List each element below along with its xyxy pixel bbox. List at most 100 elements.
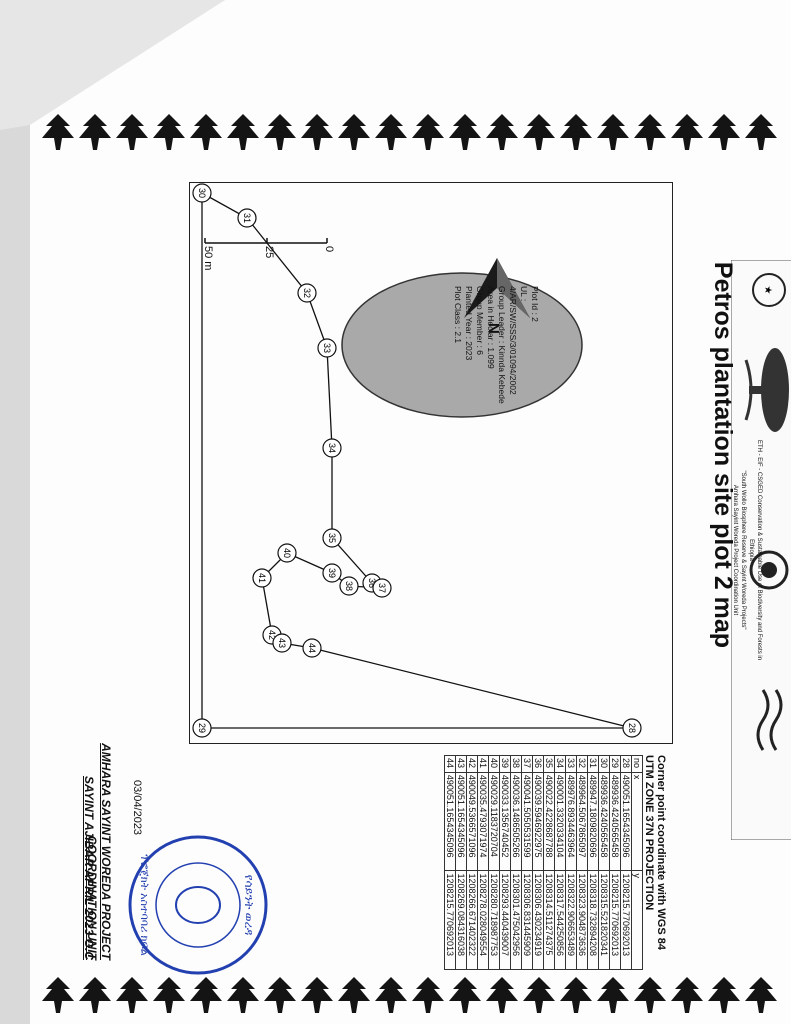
table-cell-y: 1208215.770692013 xyxy=(620,870,632,970)
north-label: N xyxy=(485,323,502,334)
table-cell-x: 489936.4240565458 xyxy=(609,772,621,871)
logo-caption-line-1: ETH - EIF - CSGED Conservation & Sustain… xyxy=(748,439,762,661)
corner-point-label: 33 xyxy=(322,343,332,353)
corner-point-label: 42 xyxy=(267,630,277,640)
table-cell-x: 490035.4793071974 xyxy=(477,772,489,871)
tree-ornament-icon xyxy=(671,114,703,150)
stamp-text-top: የሳይንት ወረዳ xyxy=(242,875,256,936)
stamp-emblem-icon xyxy=(175,886,221,924)
tree-ornament-icon xyxy=(671,977,703,1013)
table-cell-y: 1208215.770692013 xyxy=(444,870,456,970)
table-cell-no: 36 xyxy=(532,755,544,773)
tree-ornament-icon xyxy=(79,114,111,150)
top-tree-border xyxy=(38,112,778,152)
tree-ornament-icon xyxy=(745,114,777,150)
table-cell-no: 43 xyxy=(455,755,467,773)
table-cell-no: 30 xyxy=(598,755,610,773)
table-cell-no: 38 xyxy=(510,755,522,773)
table-cell-no: 34 xyxy=(554,755,566,773)
footer-line-2: SAYINT AJIBAR APRIL 2023 G.C xyxy=(82,775,96,960)
tree-ornament-icon xyxy=(412,114,444,150)
table-cell-x: 490039.5946922975 xyxy=(532,772,544,871)
table-cell-x: 490022.4228687788 xyxy=(543,772,555,871)
rotated-map-page: ★ ETH - EIF - CSGED Conservation & Susta… xyxy=(78,130,791,990)
table-cell-y: 1208215.770692013 xyxy=(609,870,621,970)
tree-ornament-icon xyxy=(560,977,592,1013)
tree-ornament-icon xyxy=(190,114,222,150)
table-cell-x: 490051.1654345096 xyxy=(455,772,467,871)
map-date: 03/04/2023 xyxy=(131,780,143,836)
logo-strip: ★ ETH - EIF - CSGED Conservation & Susta… xyxy=(706,259,791,841)
table-cell-x: 489976.8934463964 xyxy=(565,772,577,871)
corner-point-marker xyxy=(622,718,642,738)
table-cell-x: 489964.5067865097 xyxy=(576,772,588,871)
tree-ornament-icon xyxy=(486,977,518,1013)
tree-ornament-icon xyxy=(486,114,518,150)
table-cell-y: 1208293.440439007 xyxy=(499,870,511,970)
table-cell-y: 1208318.732894208 xyxy=(587,870,599,970)
table-cell-no: 39 xyxy=(499,755,511,773)
wave-logo-icon xyxy=(756,689,783,751)
corner-point-marker xyxy=(302,638,322,658)
table-cell-no: 33 xyxy=(565,755,577,773)
tree-ornament-icon xyxy=(412,977,444,1013)
scale-bar xyxy=(204,238,328,244)
table-cell-y: 1208280.718987753 xyxy=(488,870,500,970)
col-header-x: x xyxy=(631,772,643,871)
table-cell-y: 1208323.904873636 xyxy=(576,870,588,970)
corner-point-label: 39 xyxy=(327,568,337,578)
tree-border-top xyxy=(42,114,777,150)
tree-ornament-icon xyxy=(153,114,185,150)
tree-ornament-icon xyxy=(227,114,259,150)
tree-ornament-icon xyxy=(375,977,407,1013)
plot-class: Plot Class : 2.1 xyxy=(453,286,463,344)
office-stamp: የሳይንት ወረዳ ፕሮጀክት አስተባባሪ ክፍል xyxy=(128,835,268,975)
table-cell-y: 1208314.511274375 xyxy=(543,870,555,970)
tree-ornament-icon xyxy=(634,977,666,1013)
corner-point-marker xyxy=(192,718,212,738)
corner-point-marker xyxy=(297,283,317,303)
table-cell-no: 31 xyxy=(587,755,599,773)
svg-text:★: ★ xyxy=(762,286,773,295)
table-cell-y: 1208306.430234919 xyxy=(532,870,544,970)
corner-point-marker xyxy=(339,576,359,596)
scale-label-mid: 25 xyxy=(263,246,275,259)
corner-point-marker xyxy=(317,338,337,358)
table-cell-x: 490036.1486505266 xyxy=(510,772,522,871)
table-cell-y: 1208322.906653489 xyxy=(565,870,577,970)
table-cell-y: 1208301.475042956 xyxy=(510,870,522,970)
table-cell-y: 1208315.521820341 xyxy=(598,870,610,970)
plot-boundary-line xyxy=(201,191,633,729)
tree-ornament-icon xyxy=(79,977,111,1013)
table-cell-no: 28 xyxy=(620,755,632,773)
tree-ornament-icon xyxy=(301,977,333,1013)
tree-logo-icon xyxy=(744,348,789,432)
corner-point-marker xyxy=(322,563,342,583)
corner-point-marker xyxy=(372,578,392,598)
col-header-no: no xyxy=(631,755,643,773)
corner-point-label: 28 xyxy=(627,723,637,733)
table-cell-x: 490051.1654345096 xyxy=(444,772,456,871)
tree-ornament-icon xyxy=(264,114,296,150)
tree-ornament-icon xyxy=(190,977,222,1013)
table-cell-no: 29 xyxy=(609,755,621,773)
table-cell-no: 35 xyxy=(543,755,555,773)
table-cell-y: 1208306.831445909 xyxy=(521,870,533,970)
stamp-text-bottom: ፕሮጀክት አስተባባሪ ክፍል xyxy=(138,854,150,955)
tree-ornament-icon xyxy=(301,114,333,150)
tree-ornament-icon xyxy=(634,114,666,150)
table-cell-x: 490049.5366571096 xyxy=(466,772,478,871)
corner-point-marker xyxy=(272,633,292,653)
